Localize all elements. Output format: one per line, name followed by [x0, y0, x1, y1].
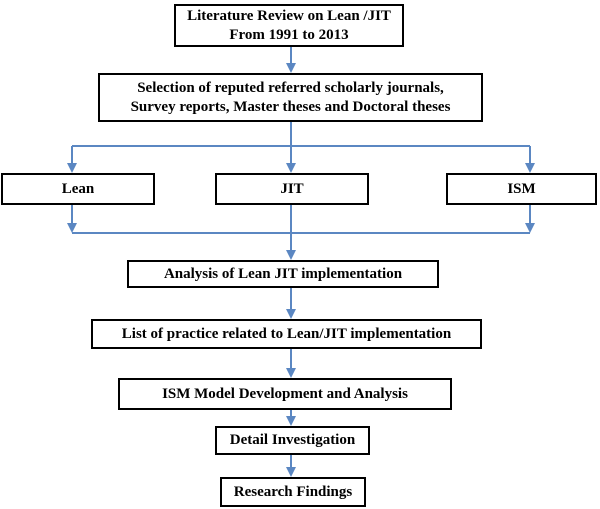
arrow-to-lean	[67, 146, 77, 173]
ism-model-label: ISM Model Development and Analysis	[162, 385, 408, 402]
research-findings-box: Research Findings	[220, 477, 366, 507]
arrow-merge-to-analysis	[286, 233, 296, 260]
arrow-detail-to-findings	[286, 455, 296, 477]
arrow-review-to-selection	[286, 47, 296, 73]
arrow-practice-to-ism-model	[286, 349, 296, 378]
selection-box: Selection of reputed referred scholarly …	[98, 73, 483, 122]
selection-line-1: Selection of reputed referred scholarly …	[137, 79, 444, 96]
arrow-from-ism	[525, 205, 535, 233]
arrow-to-jit	[286, 146, 296, 173]
analysis-box: Analysis of Lean JIT implementation	[127, 260, 439, 288]
practice-list-box: List of practice related to Lean/JIT imp…	[91, 319, 482, 349]
selection-line-2: Survey reports, Master theses and Doctor…	[130, 98, 451, 115]
arrow-analysis-to-practice	[286, 288, 296, 319]
literature-review-line-1: Literature Review on Lean /JIT	[187, 7, 391, 24]
arrow-ism-model-to-detail	[286, 410, 296, 426]
ism-model-box: ISM Model Development and Analysis	[118, 378, 452, 410]
jit-label: JIT	[280, 180, 304, 197]
detail-investigation-label: Detail Investigation	[229, 432, 356, 448]
arrow-to-ism	[525, 146, 535, 173]
literature-review-box: Literature Review on Lean /JIT From 1991…	[174, 4, 404, 47]
ism-label: ISM	[507, 180, 536, 197]
lean-label: Lean	[61, 180, 95, 197]
practice-list-label: List of practice related to Lean/JIT imp…	[121, 325, 452, 342]
lean-box: Lean	[1, 173, 155, 205]
ism-box: ISM	[446, 173, 597, 205]
research-findings-label: Research Findings	[233, 483, 353, 500]
detail-investigation-box: Detail Investigation	[215, 426, 370, 455]
arrow-from-lean	[67, 205, 77, 233]
analysis-label: Analysis of Lean JIT implementation	[163, 265, 403, 282]
literature-review-line-2: From 1991 to 2013	[229, 26, 349, 43]
jit-box: JIT	[215, 173, 369, 205]
